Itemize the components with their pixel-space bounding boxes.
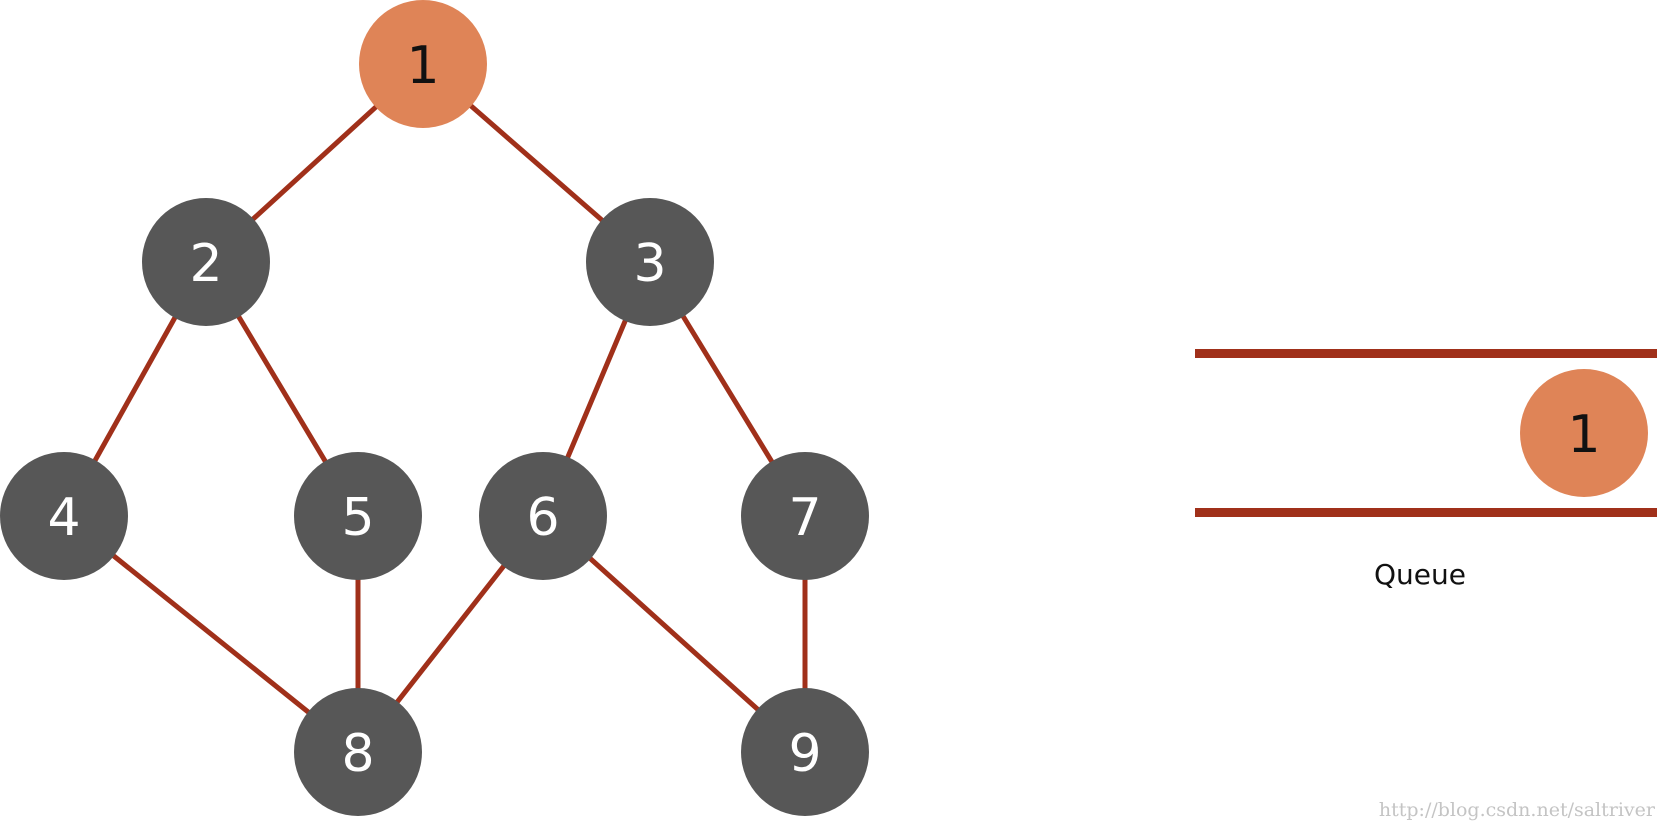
- queue-item-1: 1: [1520, 369, 1648, 497]
- node-1-label: 1: [406, 36, 439, 96]
- node-7: 7: [741, 452, 869, 580]
- node-4-circle: [0, 452, 128, 580]
- queue-top-rail: [1195, 349, 1657, 358]
- node-3: 3: [586, 198, 714, 326]
- node-1-circle: [359, 0, 487, 128]
- node-8: 8: [294, 688, 422, 816]
- node-4: 4: [0, 452, 128, 580]
- node-7-circle: [741, 452, 869, 580]
- graph-edges: [61, 62, 808, 754]
- watermark: http://blog.csdn.net/saltriver: [1378, 799, 1655, 821]
- queue-item-1-circle: [1520, 369, 1648, 497]
- node-9-circle: [741, 688, 869, 816]
- node-6-circle: [479, 452, 607, 580]
- node-9-label: 9: [788, 724, 821, 784]
- node-8-circle: [294, 688, 422, 816]
- node-3-label: 3: [633, 234, 666, 294]
- queue-caption: Queue: [1374, 558, 1466, 591]
- queue-items: 1: [1520, 369, 1648, 497]
- node-1: 1: [359, 0, 487, 128]
- graph-nodes: 1 2 3 4 5 6 7 8 9: [0, 0, 869, 816]
- queue-bottom-rail: [1195, 508, 1657, 517]
- node-2-label: 2: [189, 234, 222, 294]
- queue: 1: [1195, 349, 1657, 517]
- queue-item-1-label: 1: [1567, 405, 1600, 465]
- node-3-circle: [586, 198, 714, 326]
- node-9: 9: [741, 688, 869, 816]
- node-6: 6: [479, 452, 607, 580]
- node-7-label: 7: [788, 488, 821, 548]
- node-6-label: 6: [526, 488, 559, 548]
- node-5-label: 5: [341, 488, 374, 548]
- node-8-label: 8: [341, 724, 374, 784]
- node-2: 2: [142, 198, 270, 326]
- node-5-circle: [294, 452, 422, 580]
- node-4-label: 4: [47, 488, 80, 548]
- node-2-circle: [142, 198, 270, 326]
- node-5: 5: [294, 452, 422, 580]
